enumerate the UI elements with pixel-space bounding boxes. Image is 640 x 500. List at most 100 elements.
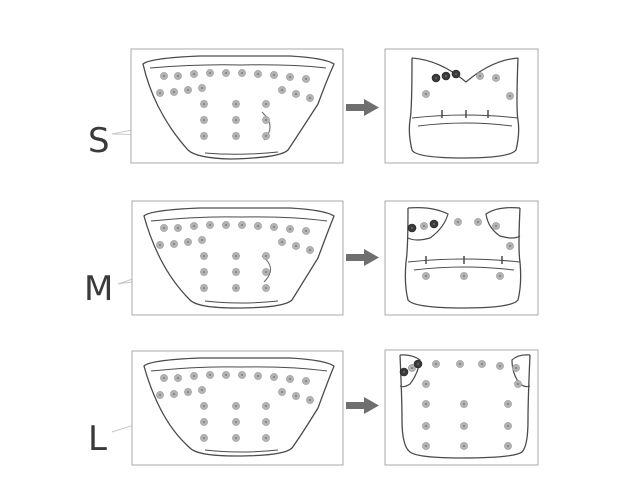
- snap-button-icon: [190, 222, 198, 230]
- snap-button-icon: [232, 418, 240, 426]
- panel-frame: [384, 48, 539, 164]
- snap-button-icon: [232, 402, 240, 410]
- snap-button-icon: [200, 434, 208, 442]
- snap-button-icon: [302, 377, 310, 385]
- snap-button-icon: [206, 371, 214, 379]
- snap-button-icon: [200, 402, 208, 410]
- snap-button-icon: [156, 391, 164, 399]
- snapped-diaper-m: [384, 200, 539, 316]
- snap-button-icon: [198, 84, 206, 92]
- snap-button-icon: [262, 252, 270, 260]
- snap-button-icon: [506, 92, 514, 100]
- snap-button-icon: [238, 371, 246, 379]
- snap-button-icon: [232, 132, 240, 140]
- snap-button-icon: [174, 224, 182, 232]
- snapped-diaper-s: [384, 48, 539, 164]
- snap-button-icon: [292, 242, 300, 250]
- snap-button-icon: [198, 236, 206, 244]
- snap-button-icon: [262, 116, 270, 124]
- left-flap: [399, 354, 421, 388]
- snap-button-icon: [420, 222, 428, 230]
- inner-edge: [150, 216, 328, 222]
- snap-button-icon: [198, 386, 206, 394]
- row-l: L: [88, 349, 539, 466]
- diaper-outline: [143, 207, 335, 309]
- snap-button-icon: [422, 90, 430, 98]
- row-m: M: [84, 200, 539, 316]
- snap-button-icon: [254, 372, 262, 380]
- panel-frame: [384, 200, 539, 316]
- inner-edge: [204, 151, 279, 155]
- snap-button-icon: [200, 284, 208, 292]
- snap-button-icon: [222, 221, 230, 229]
- snap-button-icon: [232, 434, 240, 442]
- snap-button-icon: [278, 238, 286, 246]
- snap-button-icon: [292, 392, 300, 400]
- snap-button-icon: [306, 94, 314, 102]
- inner-edge: [149, 64, 327, 69]
- snap-button-icon: [422, 422, 430, 430]
- snap-button-icon: [278, 86, 286, 94]
- snap-button-icon: [270, 373, 278, 381]
- snap-button-icon: [206, 221, 214, 229]
- size-label-l: L: [88, 419, 107, 459]
- snap-button-icon: [254, 70, 262, 78]
- snap-button-icon: [232, 284, 240, 292]
- snap-button-icon: [262, 284, 270, 292]
- snap-button-icon: [262, 434, 270, 442]
- diaper-outline: [399, 354, 531, 459]
- snap-button-icon: [262, 132, 270, 140]
- snap-button-icon: [306, 246, 314, 254]
- diaper-outline: [408, 57, 520, 159]
- snap-button-icon: [200, 418, 208, 426]
- snap-button-icon: [504, 400, 512, 408]
- elastic-tabs: [425, 256, 503, 264]
- snap-button-icon: [184, 86, 192, 94]
- snap-button-icon: [492, 74, 500, 82]
- snap-button-icon: [422, 272, 430, 280]
- snap-button-icon: [460, 422, 468, 430]
- waist-edge: [411, 114, 519, 119]
- snap-button-icon: [504, 422, 512, 430]
- snap-button-icon: [286, 225, 294, 233]
- snap-button-icon: [476, 72, 484, 80]
- flat-diaper-l: [131, 350, 344, 466]
- snap-button-icon: [460, 442, 468, 450]
- snap-button-icon: [431, 73, 441, 83]
- snap-button-icon: [456, 360, 464, 368]
- snap-button-icon: [160, 224, 168, 232]
- snap-button-icon: [408, 364, 416, 372]
- snap-button-icon: [174, 374, 182, 382]
- snap-button-icon: [170, 390, 178, 398]
- snap-button-icon: [429, 219, 439, 229]
- arrow-right-icon: [346, 99, 379, 116]
- snap-button-icon: [262, 100, 270, 108]
- snap-button-icon: [222, 371, 230, 379]
- snap-button-icon: [413, 359, 423, 369]
- snap-button-icon: [262, 418, 270, 426]
- snap-button-icon: [238, 221, 246, 229]
- arrow-right-icon: [346, 249, 379, 266]
- snap-button-icon: [422, 400, 430, 408]
- snap-button-icon: [474, 218, 482, 226]
- snap-button-icon: [200, 252, 208, 260]
- right-flap: [511, 354, 531, 388]
- snap-button-icon: [422, 380, 430, 388]
- snap-button-icon: [156, 241, 164, 249]
- snap-button-icon: [190, 372, 198, 380]
- snap-button-icon: [514, 380, 522, 388]
- size-label-s: S: [88, 121, 110, 161]
- snap-button-icon: [454, 218, 462, 226]
- snap-button-icon: [232, 268, 240, 276]
- leg-line: [413, 266, 515, 271]
- snap-button-icon: [432, 360, 440, 368]
- snap-button-icon: [200, 132, 208, 140]
- snap-button-icon: [232, 116, 240, 124]
- snap-button-icon: [492, 222, 500, 230]
- inner-edge: [204, 449, 279, 453]
- size-label-m: M: [84, 269, 113, 309]
- snap-button-icon: [512, 364, 520, 372]
- snap-button-icon: [302, 227, 310, 235]
- snap-button-icon: [286, 375, 294, 383]
- snap-button-icon: [184, 238, 192, 246]
